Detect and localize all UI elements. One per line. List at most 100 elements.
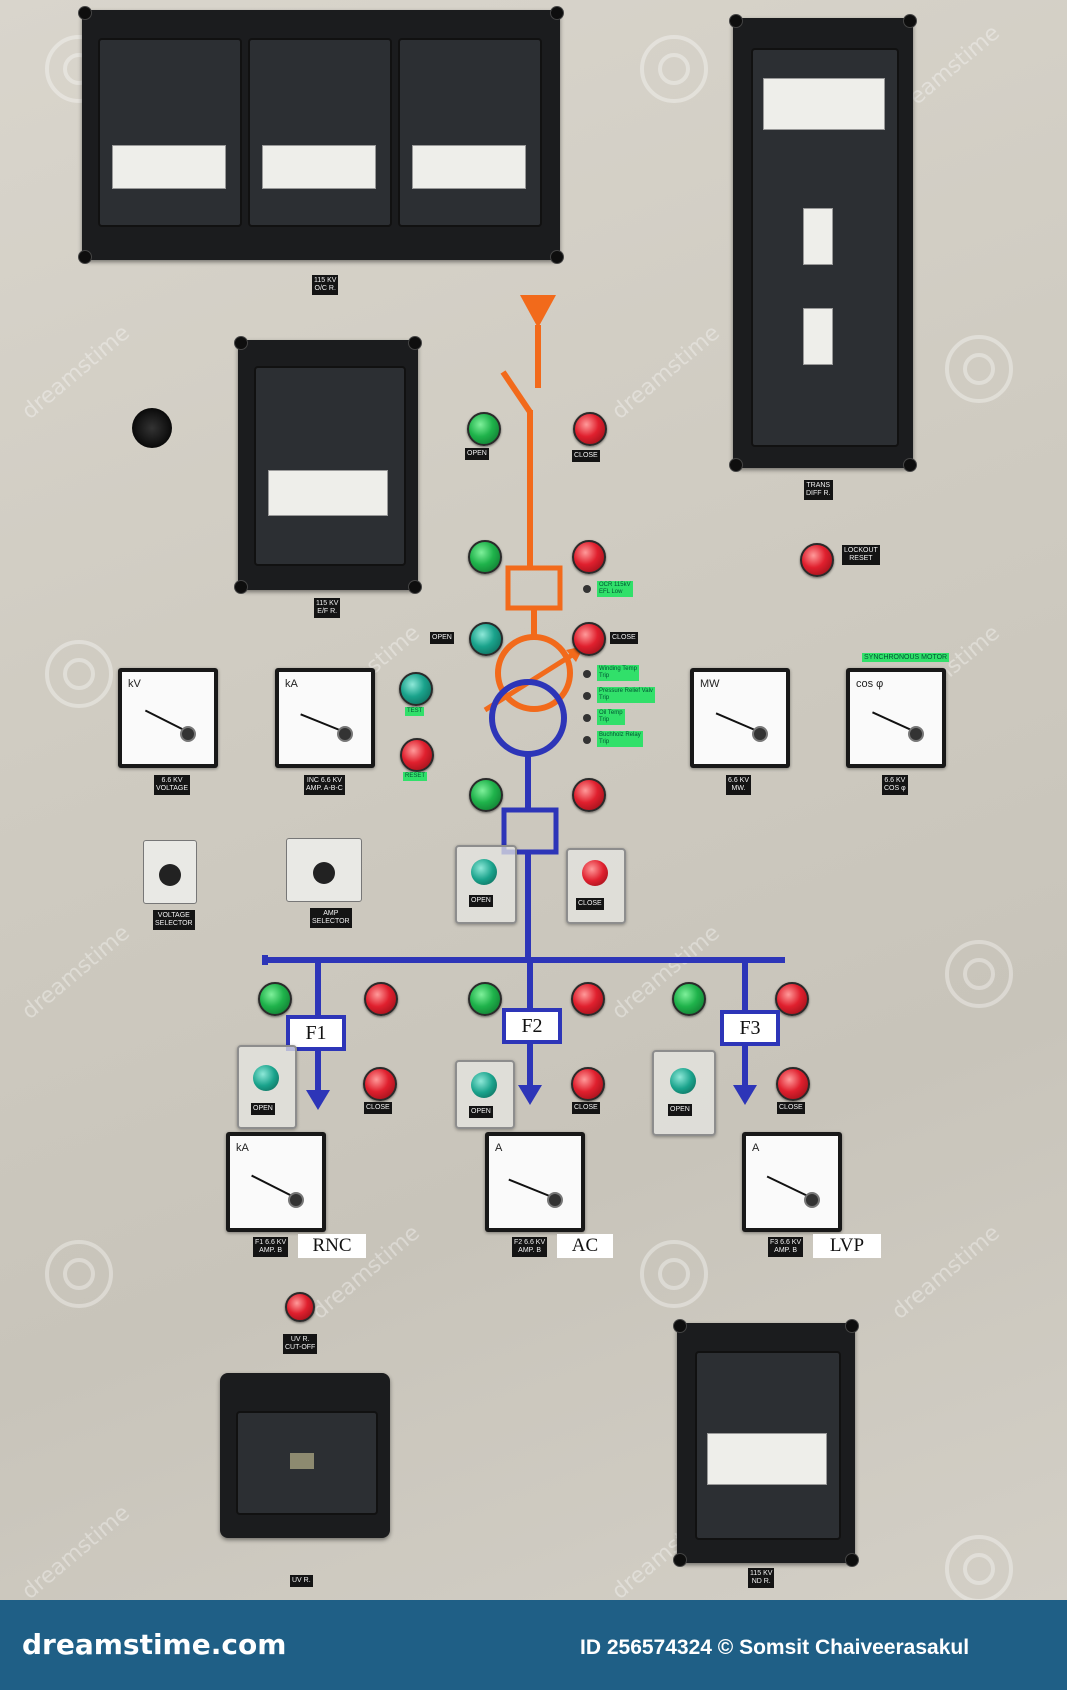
selector-knob-icon <box>313 862 335 884</box>
uvr-cutoff-button[interactable] <box>285 1292 315 1322</box>
watermark-logo-icon <box>945 1535 1013 1600</box>
feeder1-close-pushbutton[interactable] <box>363 1067 397 1101</box>
mw-meter-label: 6.6 KV MW. <box>726 775 752 795</box>
voltage-meter-label: 6.6 KV VOLTAGE <box>154 775 191 795</box>
close-pushbutton-label: CLOSE <box>576 898 604 910</box>
amp-selector-label: AMP SELECTOR <box>310 908 352 928</box>
feeder3-open-pushbutton[interactable]: OPEN <box>652 1050 716 1136</box>
feeder-arrow-icon <box>518 1085 542 1105</box>
incoming-arrow-icon <box>520 295 556 328</box>
synchronous-motor-label: SYNCHRONOUS MOTOR <box>862 653 950 662</box>
meter-unit: cos φ <box>856 678 884 690</box>
test-lamp-label: TEST <box>405 707 425 716</box>
lockout-reset-lamp[interactable] <box>800 543 834 577</box>
selector-knob-icon <box>159 864 181 886</box>
meter-unit: kA <box>285 678 298 690</box>
watermark-logo-icon <box>945 335 1013 403</box>
feeder3-name: LVP <box>813 1234 881 1258</box>
meter-unit: kV <box>128 678 141 690</box>
feeder2-open-lamp <box>468 982 502 1016</box>
red-indicator-lamp <box>572 540 606 574</box>
feeder2-amp-meter: A <box>485 1132 585 1232</box>
voltage-selector-label: VOLTAGE SELECTOR <box>153 910 195 930</box>
open-indicator-lamp <box>469 622 503 656</box>
winding-temp-label: Winding Temp Trip <box>597 665 639 681</box>
amp-meter: kA <box>275 668 375 768</box>
feeder2-close-lamp <box>571 982 605 1016</box>
feeder3-open-lamp <box>672 982 706 1016</box>
open-lamp-label: OPEN <box>430 632 454 644</box>
ef-relay-label: 115 KV E/F R. <box>314 598 341 618</box>
open-pushbutton-label: OPEN <box>469 1106 493 1118</box>
reset-lamp[interactable] <box>400 738 434 772</box>
lockout-reset-label: LOCKOUT RESET <box>842 545 880 565</box>
amp-meter-label: INC 6.6 KV AMP. A-B-C <box>304 775 345 795</box>
feeder2-close-pushbutton[interactable] <box>571 1067 605 1101</box>
feeder1-open-lamp <box>258 982 292 1016</box>
buchholz-relay-label: Buchholz Relay Trip <box>597 731 643 747</box>
pressure-relief-label: Pressure Relief Valv Trip <box>597 687 655 703</box>
uv-relay-cabinet <box>220 1373 390 1538</box>
main-close-pushbutton[interactable]: CLOSE <box>566 848 626 924</box>
nd-relay-cabinet <box>673 1319 859 1567</box>
oil-temp-label: Oil Temp Trip <box>597 709 625 725</box>
open-pushbutton-label: OPEN <box>469 895 493 907</box>
feeder-arrow-icon <box>733 1085 757 1105</box>
footer-bar: dreamstime.com ID 256574324 © Somsit Cha… <box>0 1600 1067 1690</box>
close-lamp-label: CLOSE <box>610 632 638 644</box>
feeder2-open-pushbutton[interactable]: OPEN <box>455 1060 515 1129</box>
meter-unit: MW <box>700 678 720 690</box>
control-panel: dreamstime dreamstime dreamstime dreamst… <box>0 0 1067 1600</box>
footer-brand: dreamstime.com <box>22 1628 287 1661</box>
amp-selector-switch[interactable] <box>286 838 362 902</box>
trans-diff-relay-cabinet <box>729 14 917 472</box>
close-indicator-lamp <box>572 622 606 656</box>
meter-unit: A <box>495 1142 503 1154</box>
close-indicator-lamp <box>573 412 607 446</box>
open-indicator-lamp <box>467 412 501 446</box>
open-pushbutton-label: OPEN <box>668 1104 692 1116</box>
close-pushbutton-label: CLOSE <box>572 1102 600 1114</box>
cos-phi-meter-label: 6.6 KV COS φ <box>882 775 908 795</box>
transformer-primary-icon <box>495 634 573 712</box>
footer-credit: ID 256574324 © Somsit Chaiveerasakul <box>580 1636 970 1659</box>
feeder1-open-pushbutton[interactable]: OPEN <box>237 1045 297 1129</box>
close-pushbutton-label: CLOSE <box>364 1102 392 1114</box>
watermark-logo-icon <box>945 940 1013 1008</box>
feeder2-name: AC <box>557 1234 613 1258</box>
feeder-arrow-icon <box>306 1090 330 1110</box>
feeder1-name: RNC <box>298 1234 366 1258</box>
main-open-pushbutton[interactable]: OPEN <box>455 845 517 924</box>
ef-relay-cabinet <box>234 336 422 594</box>
feeder1-box: F1 <box>286 1015 346 1051</box>
status-led-icon <box>583 692 591 700</box>
trans-diff-relay-label: TRANS DIFF R. <box>804 480 833 500</box>
open-pushbutton-label: OPEN <box>251 1103 275 1115</box>
feeder1-meter-label: F1 6.6 KV AMP. B <box>253 1237 289 1257</box>
feeder3-amp-meter: A <box>742 1132 842 1232</box>
feeder2-meter-label: F2 6.6 KV AMP. B <box>512 1237 548 1257</box>
feeder3-close-lamp <box>775 982 809 1016</box>
reset-lamp-label: RESET <box>403 772 428 781</box>
watermark-logo-icon <box>640 35 708 103</box>
feeder3-close-pushbutton[interactable] <box>776 1067 810 1101</box>
red-indicator-lamp <box>572 778 606 812</box>
uv-relay-label: UV R. <box>290 1575 313 1587</box>
oc-relay-cabinet <box>78 6 564 264</box>
close-lamp-label: CLOSE <box>572 450 600 462</box>
feeder1-close-lamp <box>364 982 398 1016</box>
transformer-secondary-icon <box>489 679 567 757</box>
nd-relay-label: 115 KV ND R. <box>748 1568 775 1588</box>
buzzer-knob[interactable] <box>132 408 172 448</box>
voltage-meter: kV <box>118 668 218 768</box>
mw-meter: MW <box>690 668 790 768</box>
cos-phi-meter: cos φ <box>846 668 946 768</box>
green-indicator-lamp <box>469 778 503 812</box>
feeder3-box: F3 <box>720 1010 780 1046</box>
test-lamp[interactable] <box>399 672 433 706</box>
watermark-logo-icon <box>640 1240 708 1308</box>
voltage-selector-switch[interactable] <box>143 840 197 904</box>
oc-relay-label: 115 KV O/C R. <box>312 275 339 295</box>
feeder2-box: F2 <box>502 1008 562 1044</box>
close-pushbutton-label: CLOSE <box>777 1102 805 1114</box>
